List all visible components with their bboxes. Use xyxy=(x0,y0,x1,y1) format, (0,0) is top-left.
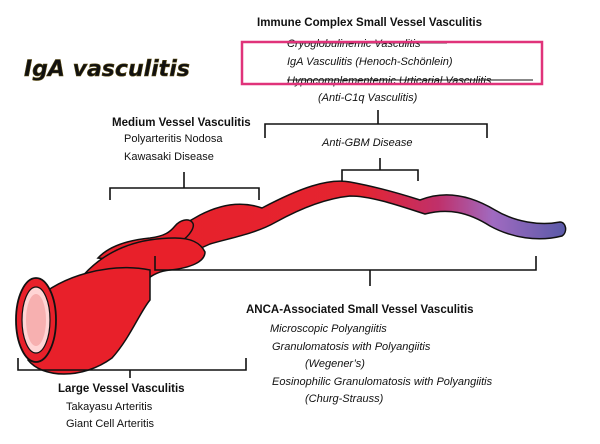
bracket-immune-complex xyxy=(264,110,488,138)
medium-title: Medium Vessel Vasculitis xyxy=(112,117,251,129)
bracket-anca xyxy=(154,256,537,286)
badge-title: IgA vasculitis xyxy=(24,57,190,82)
bracket-medium xyxy=(109,172,260,200)
large-item-2: Giant Cell Arteritis xyxy=(66,418,155,430)
anca-item-1: Microscopic Polyangiitis xyxy=(270,323,387,335)
immune-complex-item-4: (Anti-C1q Vasculitis) xyxy=(318,92,418,104)
bracket-anti-gbm xyxy=(341,158,419,181)
large-title: Large Vessel Vasculitis xyxy=(58,383,185,395)
anca-item-3: (Wegener’s) xyxy=(305,358,365,370)
vessel-illustration xyxy=(15,180,567,375)
immune-complex-item-2: IgA Vasculitis (Henoch-Schönlein) xyxy=(287,56,453,68)
medium-item-1: Polyarteritis Nodosa xyxy=(124,133,223,145)
highlight-box xyxy=(240,40,544,86)
anca-title: ANCA-Associated Small Vessel Vasculitis xyxy=(246,304,474,316)
anca-item-4: Eosinophilic Granulomatosis with Polyang… xyxy=(272,376,493,388)
bracket-large xyxy=(17,358,247,378)
anti-gbm-label: Anti-GBM Disease xyxy=(321,137,412,149)
anca-item-2: Granulomatosis with Polyangiitis xyxy=(272,341,431,353)
anca-item-5: (Churg-Strauss) xyxy=(305,393,384,405)
immune-complex-item-1: Cryoglobulinemic Vasculitis xyxy=(287,38,421,50)
immune-complex-title: Immune Complex Small Vessel Vasculitis xyxy=(257,17,482,29)
large-item-1: Takayasu Arteritis xyxy=(66,401,153,413)
medium-item-2: Kawasaki Disease xyxy=(124,151,214,163)
